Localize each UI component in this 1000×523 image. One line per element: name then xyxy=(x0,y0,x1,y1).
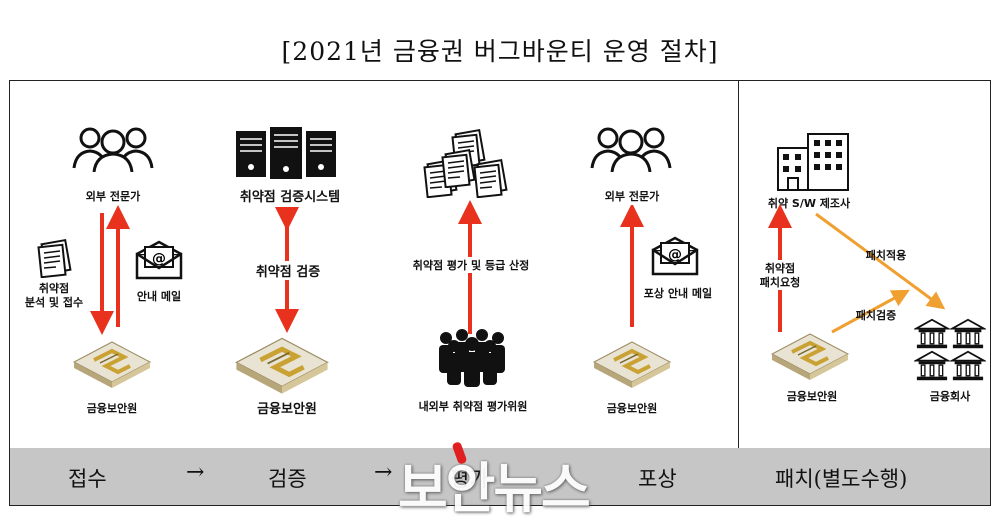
fsi-label: 금융보안원 xyxy=(606,402,658,415)
analysis-label-1: 취약점 xyxy=(38,282,70,295)
verification-system-label: 취약점 검증시스템 xyxy=(239,190,341,205)
step-bar xyxy=(10,448,990,505)
step-arrow: → xyxy=(186,460,205,485)
step-patch: 패치(별도수행) xyxy=(775,467,908,491)
document-icon xyxy=(34,238,74,278)
mail-icon xyxy=(134,240,184,280)
patch-section-divider xyxy=(738,80,739,506)
verification-label: 취약점 검증 xyxy=(238,261,338,280)
reward-arrow xyxy=(620,205,644,327)
fsi-label: 금융보안원 xyxy=(786,390,838,403)
external-expert-label: 외부 전문가 xyxy=(604,190,660,203)
fsi-logo-icon xyxy=(232,336,332,396)
fsi-label: 금융보안원 xyxy=(86,402,138,415)
external-expert-icon xyxy=(68,122,158,172)
step-reward: 포상 xyxy=(638,467,677,491)
fsi-logo-icon xyxy=(72,340,152,390)
evaluation-label: 취약점 평가 및 등급 산정 xyxy=(398,257,544,273)
evaluation-arrow xyxy=(458,200,482,334)
analysis-label-2: 분석 및 접수 xyxy=(24,296,84,309)
building-icon xyxy=(777,133,849,191)
patch-request-label-2: 패치요청 xyxy=(750,274,810,290)
committee-icon xyxy=(439,329,505,387)
committee-label: 내외부 취약점 평가위원 xyxy=(418,400,528,413)
page-title: [2021년 금융권 버그바운티 운영 절차] xyxy=(281,37,719,66)
step-receipt: 접수 xyxy=(68,467,107,491)
external-expert-icon xyxy=(586,122,676,172)
step-evaluation: 평가 xyxy=(450,467,489,491)
patch-apply-label: 패치적용 xyxy=(865,249,907,262)
guide-mail-label: 안내 메일 xyxy=(136,290,182,303)
external-expert-label: 외부 전문가 xyxy=(85,190,141,203)
mail-icon xyxy=(650,236,700,276)
fsi-logo-icon xyxy=(592,340,672,390)
fsi-label: 금융보안원 xyxy=(257,402,317,417)
step-verification: 검증 xyxy=(268,467,307,491)
bank-icon xyxy=(915,318,985,382)
patch-request-label-1: 취약점 xyxy=(750,260,810,276)
financial-company-label: 금융회사 xyxy=(929,390,971,403)
step-arrow: → xyxy=(374,460,393,485)
document-stack-icon xyxy=(423,129,508,198)
watermark: 보안뉴스 xyxy=(398,457,591,520)
patch-verify-label: 패치검증 xyxy=(855,309,897,322)
diagram-frame xyxy=(9,80,991,506)
reward-mail-label: 포상 안내 메일 xyxy=(643,287,713,300)
fsi-logo-icon xyxy=(770,332,850,382)
report-and-mail-arrows xyxy=(90,205,130,335)
server-icon xyxy=(236,127,336,179)
